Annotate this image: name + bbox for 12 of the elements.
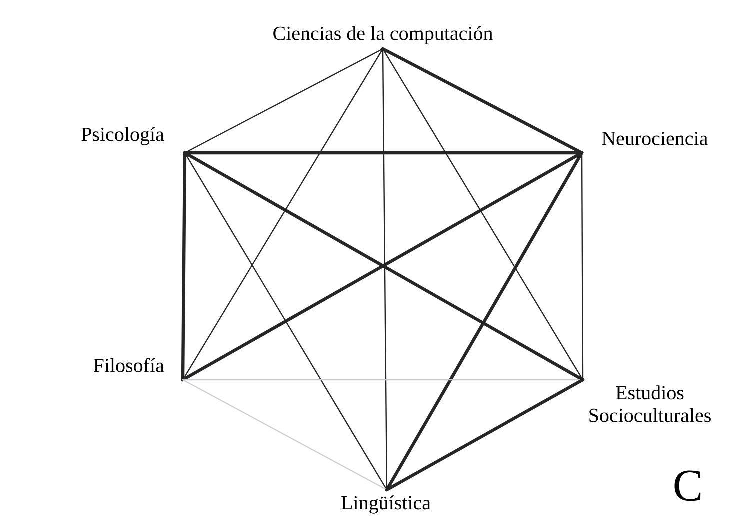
connecting-line [184, 48, 384, 154]
connecting-line [183, 151, 584, 155]
node-label: Neurociencia [602, 132, 708, 146]
node-label: Estudios Socioculturales [590, 386, 711, 422]
node-label: Psicología [82, 127, 164, 146]
node-label: Ciencias de la computación [274, 26, 493, 44]
connecting-line [182, 379, 388, 491]
panel-letter: C [674, 470, 701, 502]
node-label: Filosofía [94, 358, 164, 372]
connecting-line [385, 378, 585, 492]
node-label: Lingüística [342, 496, 431, 514]
connecting-line [181, 151, 187, 382]
